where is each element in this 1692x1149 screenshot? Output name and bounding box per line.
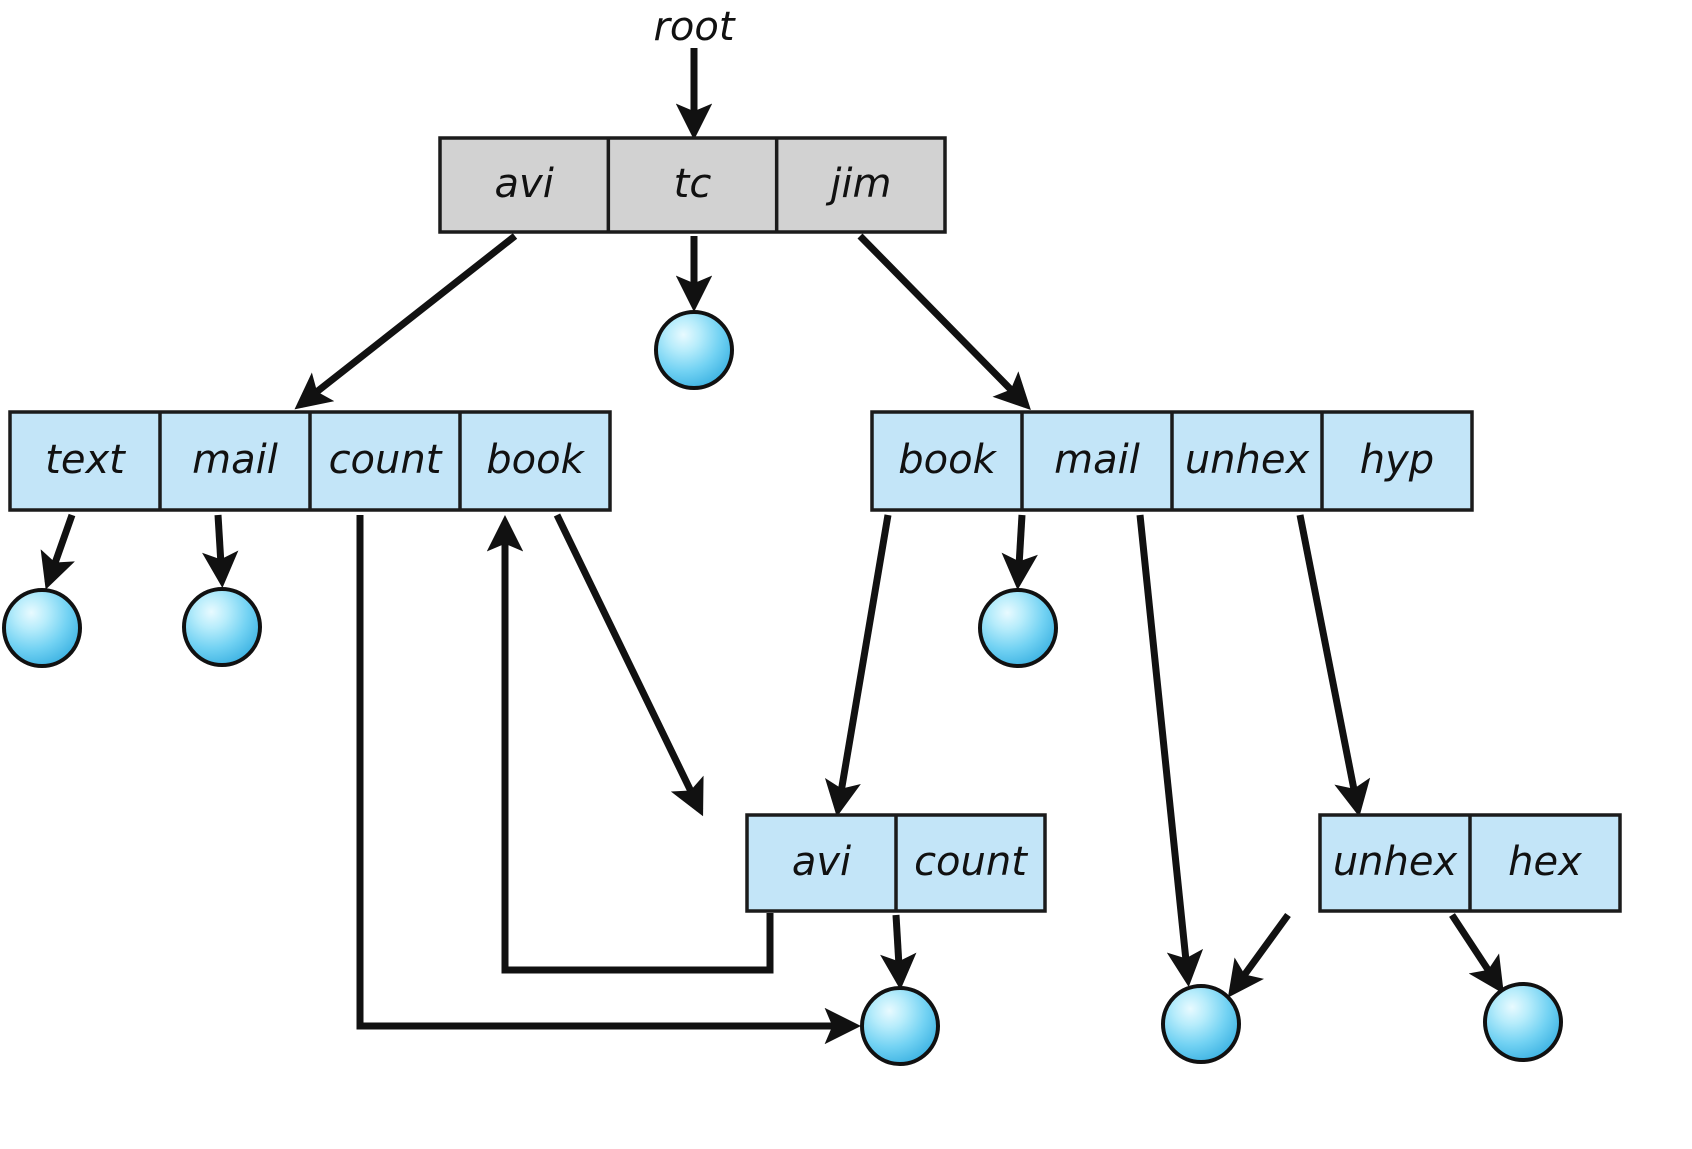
avi-directory-bucket-cell-1[interactable]: mail (192, 437, 278, 483)
root-pointer-label: root (653, 4, 735, 50)
edge-avi-to-left-bucket (294, 233, 518, 410)
edge-hex-to-file (1449, 913, 1504, 994)
avi-directory-bucket-cell-2[interactable]: count (329, 437, 443, 483)
file-node-tc[interactable] (654, 310, 734, 390)
edge-unhex-far-to-file (1227, 912, 1291, 998)
file-node-mail-left[interactable] (182, 587, 262, 667)
edge-unhex-right-to-file (1136, 514, 1204, 987)
avi-directory-bucket-cell-3[interactable]: book (486, 437, 585, 483)
edge-mail-right-to-file (1001, 514, 1038, 590)
file-node-unhex[interactable] (1161, 984, 1241, 1064)
edge-mail-left-to-file (202, 514, 239, 588)
edge-hyp-to-far-right-bucket (1296, 514, 1371, 817)
file-node-hex[interactable] (1483, 982, 1563, 1062)
hyp-directory-bucket-cell-0[interactable]: unhex (1333, 839, 1458, 885)
avi-directory-bucket-cell-0[interactable]: text (45, 437, 126, 483)
spheres-layer (2, 310, 1563, 1066)
jim-directory-bucket-cell-2[interactable]: unhex (1185, 437, 1310, 483)
edge-count-mid-to-file (880, 914, 917, 990)
edge-count-left-to-count-file (356, 515, 862, 1045)
root-directory-bucket-frame (438, 136, 947, 234)
jim-directory-bucket-cell-1[interactable]: mail (1054, 437, 1140, 483)
book-directory-bucket-cell-0[interactable]: avi (792, 839, 851, 885)
root-directory-bucket-cell-0[interactable]: avi (495, 161, 554, 207)
avi-directory-bucket: text mail count book (8, 410, 612, 512)
jim-directory-bucket-cell-3[interactable]: hyp (1360, 437, 1434, 483)
edge-jim-to-right-bucket (857, 233, 1031, 410)
edge-book-right-to-mid-bucket (824, 514, 892, 817)
jim-directory-bucket: book mail unhex hyp (870, 410, 1474, 512)
edge-book-left-to-mid-bucket (553, 513, 704, 817)
root-directory-bucket-cell-2[interactable]: jim (825, 161, 891, 207)
edge-avi-mid-to-book-left (486, 514, 774, 974)
book-directory-bucket: avi count (745, 813, 1047, 913)
hyp-directory-bucket-cell-1[interactable]: hex (1508, 839, 1582, 885)
jim-directory-bucket-cell-0[interactable]: book (898, 437, 997, 483)
root-directory-bucket-cell-1[interactable]: tc (674, 161, 712, 207)
root-directory-bucket: avi tc jim (438, 136, 947, 234)
edges-layer (40, 48, 1504, 1045)
file-node-count[interactable] (860, 986, 940, 1066)
file-node-text[interactable] (2, 588, 82, 668)
edge-text-to-file (40, 513, 76, 590)
hyp-directory-bucket: unhex hex (1318, 813, 1622, 913)
nodes-layer: avi tc jim text mail count book book mail unhex hy… (8, 136, 1622, 913)
book-directory-bucket-cell-1[interactable]: count (914, 839, 1028, 885)
file-node-mail-right[interactable] (978, 588, 1058, 668)
